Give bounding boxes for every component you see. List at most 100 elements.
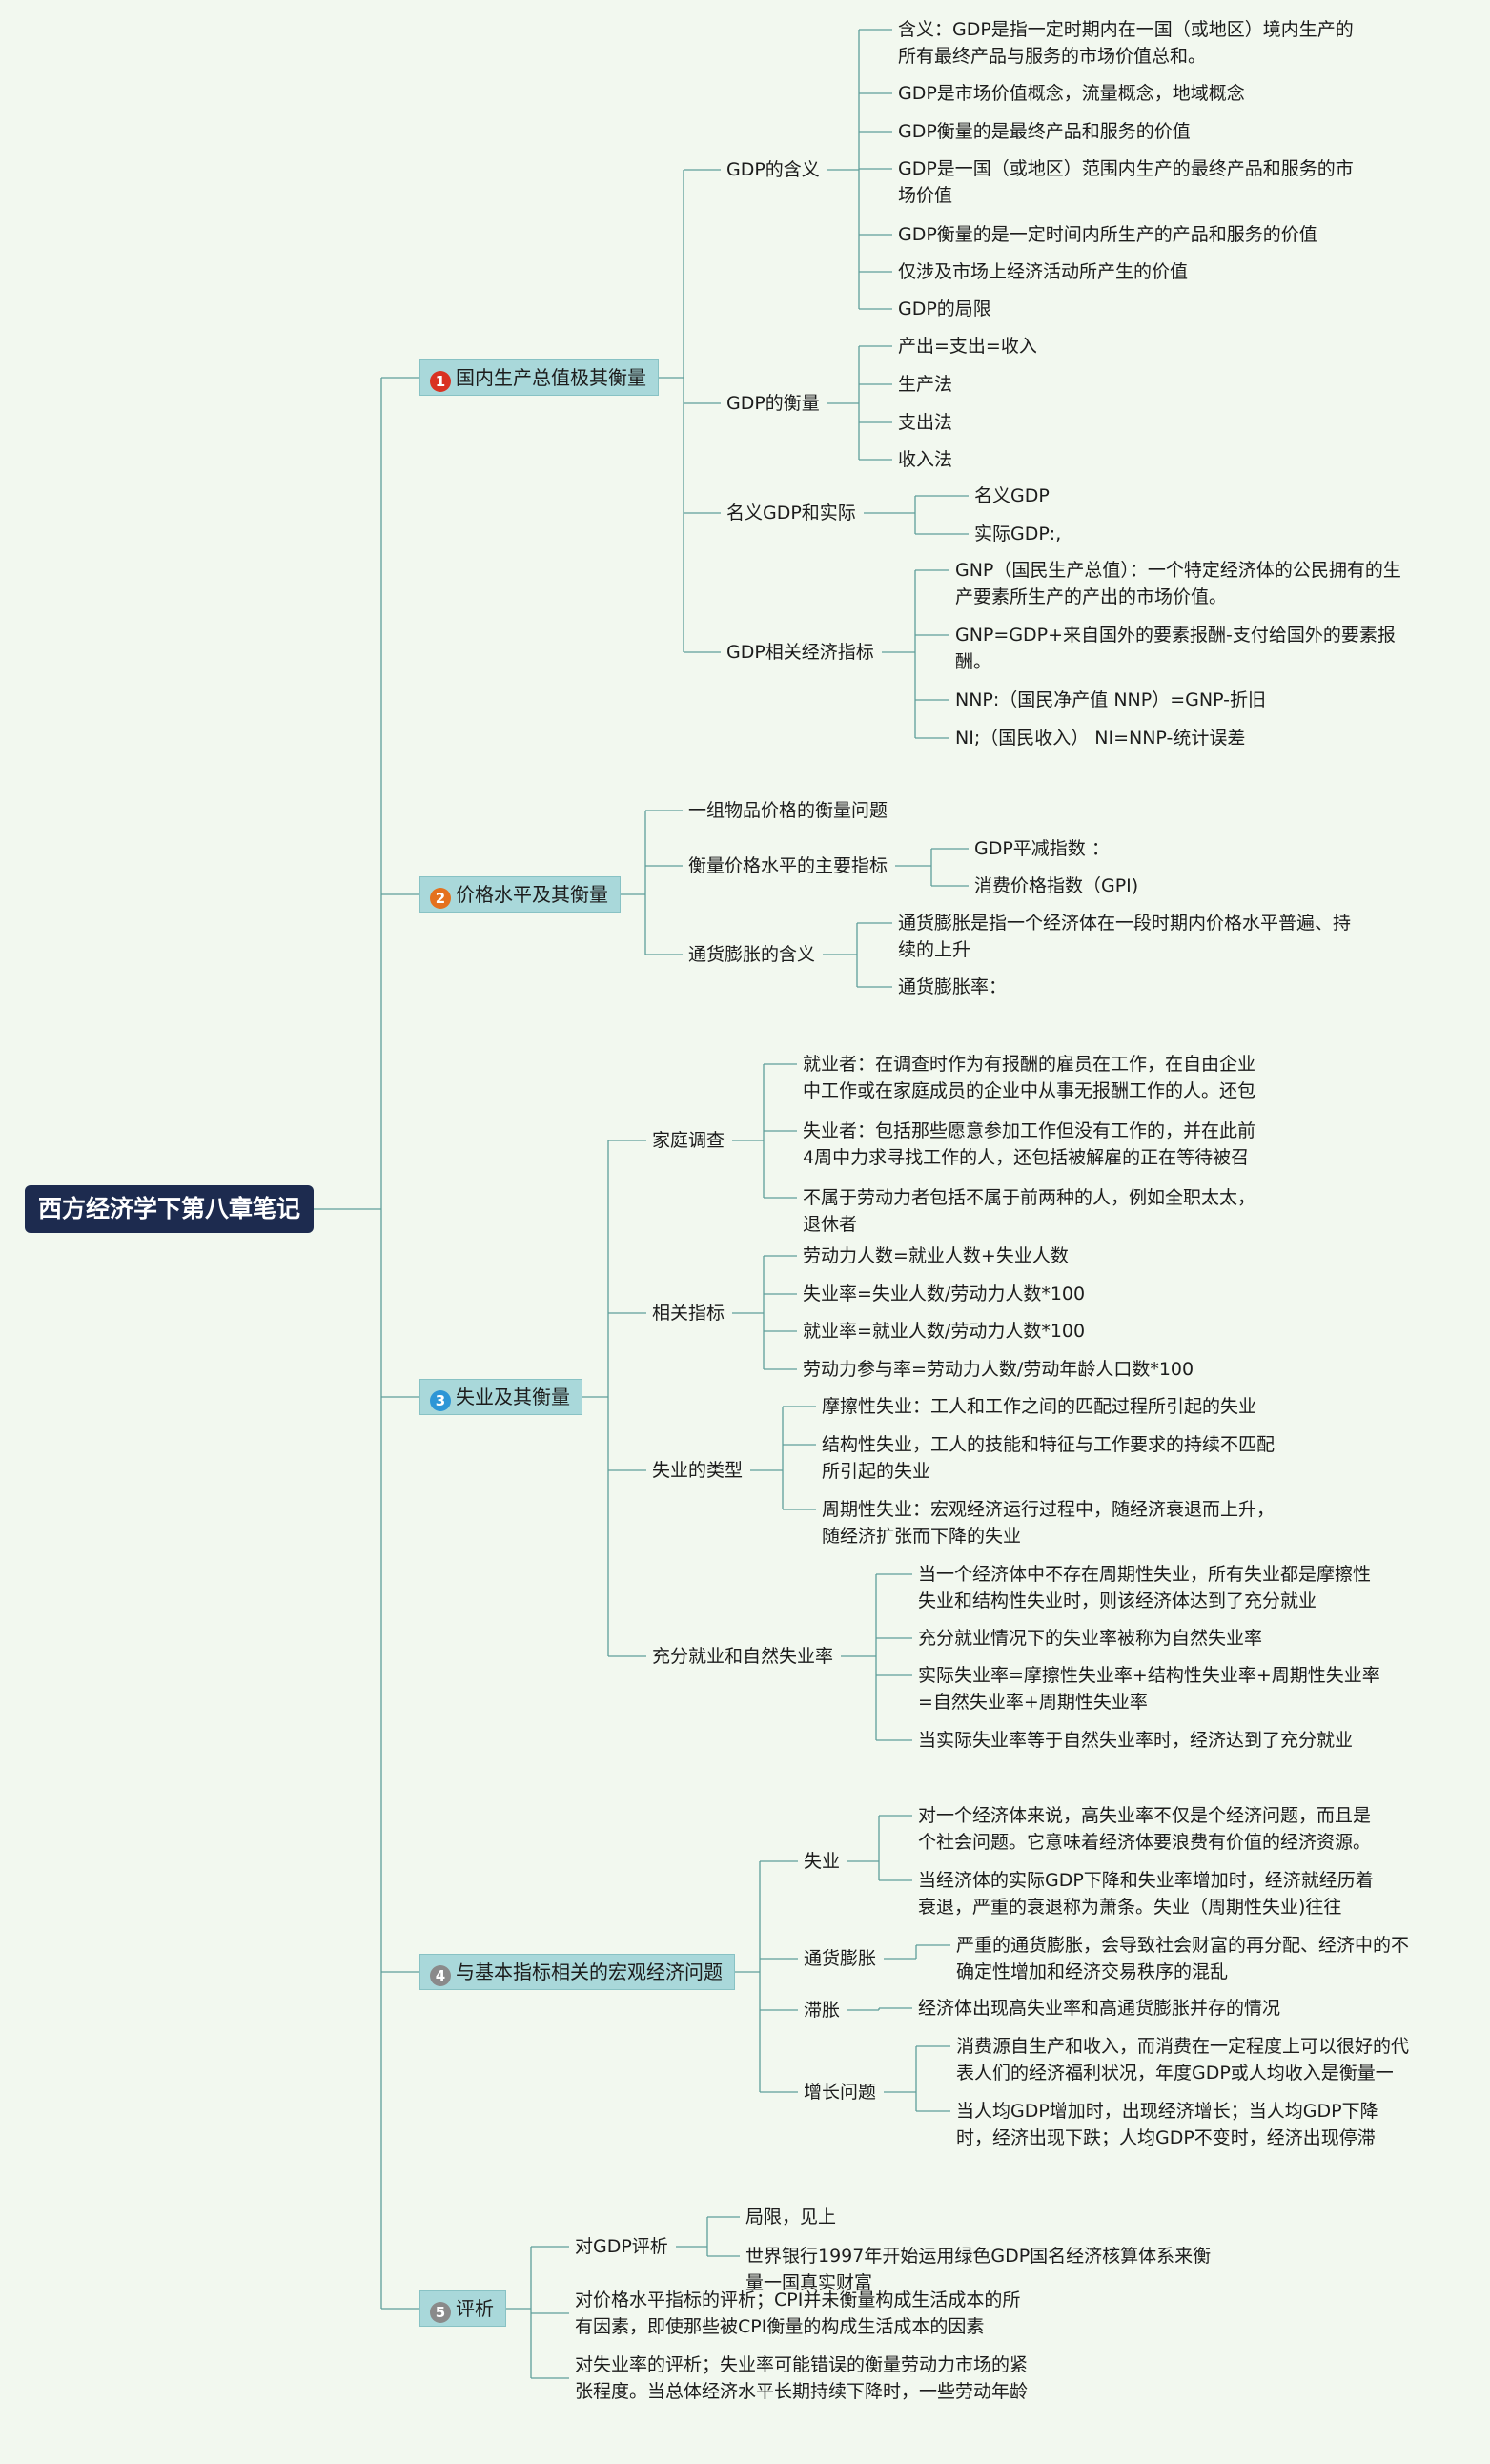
leaf-topic-4-2-1-text: 严重的通货膨胀，会导致社会财富的再分配、经济中的不 确定性增加和经济交易秩序的混… [956,1935,1410,1982]
leaf-topic-3-4-2-text: 充分就业情况下的失业率被称为自然失业率 [918,1628,1263,1649]
sub-topic-4-2[interactable]: 通货膨胀 [804,1945,876,1972]
leaf-topic-4-3-1-text: 经济体出现高失业率和高通货膨胀并存的情况 [918,1998,1281,2019]
leaf-topic-3-3-1-text: 摩擦性失业：工人和工作之间的匹配过程所引起的失业 [822,1396,1257,1417]
sub-topic-3-4[interactable]: 充分就业和自然失业率 [652,1643,833,1670]
sub-topic-3-4-text: 充分就业和自然失业率 [652,1646,834,1667]
leaf-topic-1-2-2-text: 生产法 [898,374,953,395]
leaf-topic-3-4-1[interactable]: 当一个经济体中不存在周期性失业，所有失业都是摩擦性 失业和结构性失业时，则该经济… [918,1561,1371,1614]
sub-topic-2-3[interactable]: 通货膨胀的含义 [688,941,815,968]
sub-topic-4-1[interactable]: 失业 [804,1848,840,1875]
leaf-topic-1-2-4[interactable]: 收入法 [898,446,952,473]
main-topic-label: 失业及其衡量 [456,1386,570,1408]
sub-topic-4-4[interactable]: 增长问题 [804,2079,876,2105]
leaf-topic-3-4-4[interactable]: 当实际失业率等于自然失业率时，经济达到了充分就业 [918,1727,1353,1754]
leaf-topic-1-4-1[interactable]: GNP（国民生产总值）：一个特定经济体的公民拥有的生 产要素所生产的产出的市场价… [955,557,1401,610]
leaf-topic-3-1-1[interactable]: 就业者：在调查时作为有报酬的雇员在工作，在自由企业 中工作或在家庭成员的企业中从… [803,1051,1255,1104]
leaf-topic-1-2-2[interactable]: 生产法 [898,371,952,398]
leaf-topic-1-3-2[interactable]: 实际GDP:, [974,521,1061,547]
leaf-topic-3-3-2-text: 结构性失业，工人的技能和特征与工作要求的持续不匹配 所引起的失业 [822,1434,1276,1482]
sub-topic-5-2[interactable]: 对价格水平指标的评析；CPI并未衡量构成生活成本的所 有因素，即使那些被CPI衡… [575,2287,1020,2340]
sub-topic-3-2-text: 相关指标 [652,1303,725,1324]
leaf-topic-2-2-2-text: 消费价格指数（GPI) [974,875,1139,896]
leaf-topic-4-1-1-text: 对一个经济体来说，高失业率不仅是个经济问题，而且是 个社会问题。它意味着经济体要… [918,1805,1372,1853]
leaf-topic-2-2-2[interactable]: 消费价格指数（GPI) [974,873,1138,899]
leaf-topic-3-2-4[interactable]: 劳动力参与率=劳动力人数/劳动年龄人口数*100 [803,1356,1194,1383]
leaf-topic-1-3-1[interactable]: 名义GDP [974,483,1050,509]
leaf-topic-3-4-3[interactable]: 实际失业率=摩擦性失业率+结构性失业率+周期性失业率 =自然失业率+周期性失业率 [918,1662,1380,1715]
sub-topic-3-1-text: 家庭调查 [652,1130,725,1151]
sub-topic-3-2[interactable]: 相关指标 [652,1300,725,1326]
sub-topic-2-1[interactable]: 一组物品价格的衡量问题 [688,797,888,824]
leaf-topic-3-4-2[interactable]: 充分就业情况下的失业率被称为自然失业率 [918,1625,1262,1652]
leaf-topic-1-1-4-text: GDP是一国（或地区）范围内生产的最终产品和服务的市 场价值 [898,158,1354,206]
leaf-topic-5-1-1-text: 局限，见上 [745,2207,837,2228]
leaf-topic-1-2-1[interactable]: 产出=支出=收入 [898,333,1037,359]
leaf-topic-3-1-3[interactable]: 不属于劳动力者包括不属于前两种的人，例如全职太太， 退休者 [803,1184,1255,1238]
leaf-topic-3-2-1[interactable]: 劳动力人数=就业人数+失业人数 [803,1242,1069,1269]
sub-topic-5-3[interactable]: 对失业率的评析；失业率可能错误的衡量劳动力市场的紧 张程度。当总体经济水平长期持… [575,2351,1028,2405]
sub-topic-1-1-text: GDP的含义 [726,159,820,180]
number-badge-icon: 2 [430,888,451,909]
leaf-topic-1-3-1-text: 名义GDP [974,485,1050,506]
sub-topic-1-2[interactable]: GDP的衡量 [726,390,820,417]
leaf-topic-3-4-1-text: 当一个经济体中不存在周期性失业，所有失业都是摩擦性 失业和结构性失业时，则该经济… [918,1564,1372,1612]
leaf-topic-3-3-3[interactable]: 周期性失业：宏观经济运行过程中，随经济衰退而上升， 随经济扩张而下降的失业 [822,1496,1275,1550]
sub-topic-1-4[interactable]: GDP相关经济指标 [726,639,874,666]
leaf-topic-4-3-1[interactable]: 经济体出现高失业率和高通货膨胀并存的情况 [918,1995,1280,2022]
leaf-topic-2-3-1[interactable]: 通货膨胀是指一个经济体在一段时期内价格水平普遍、持 续的上升 [898,910,1351,963]
leaf-topic-4-1-2[interactable]: 当经济体的实际GDP下降和失业率增加时，经济就经历着 衰退，严重的衰退称为萧条。… [918,1867,1374,1920]
sub-topic-4-3[interactable]: 滞胀 [804,1997,840,2023]
sub-topic-2-3-text: 通货膨胀的含义 [688,944,816,965]
leaf-topic-1-1-2[interactable]: GDP是市场价值概念，流量概念，地域概念 [898,80,1245,107]
leaf-topic-1-1-6-text: 仅涉及市场上经济活动所产生的价值 [898,261,1189,282]
sub-topic-1-2-text: GDP的衡量 [726,393,820,414]
leaf-topic-1-3-2-text: 实际GDP:, [974,524,1062,544]
leaf-topic-2-2-1[interactable]: GDP平减指数 ： [974,835,1110,862]
leaf-topic-5-1-1[interactable]: 局限，见上 [745,2204,836,2230]
leaf-topic-2-3-2-text: 通货膨胀率： [898,976,1008,997]
leaf-topic-4-4-2[interactable]: 当人均GDP增加时，出现经济增长；当人均GDP下降 时，经济出现下跌；人均GDP… [956,2098,1378,2151]
leaf-topic-5-1-2[interactable]: 世界银行1997年开始运用绿色GDP国名经济核算体系来衡 量一国真实财富 [745,2243,1211,2296]
leaf-topic-3-3-3-text: 周期性失业：宏观经济运行过程中，随经济衰退而上升， 随经济扩张而下降的失业 [822,1499,1276,1547]
sub-topic-5-1[interactable]: 对GDP评析 [575,2233,668,2260]
leaf-topic-3-2-2[interactable]: 失业率=失业人数/劳动力人数*100 [803,1281,1085,1307]
leaf-topic-1-1-4[interactable]: GDP是一国（或地区）范围内生产的最终产品和服务的市 场价值 [898,155,1354,209]
leaf-topic-1-1-6[interactable]: 仅涉及市场上经济活动所产生的价值 [898,258,1188,285]
leaf-topic-1-4-3[interactable]: NNP:（国民净产值 NNP）=GNP-折旧 [955,687,1266,713]
leaf-topic-4-4-1[interactable]: 消费源自生产和收入，而消费在一定程度上可以很好的代 表人们的经济福利状况，年度G… [956,2033,1409,2086]
sub-topic-3-1[interactable]: 家庭调查 [652,1127,725,1154]
leaf-topic-1-1-3-text: GDP衡量的是最终产品和服务的价值 [898,121,1191,142]
number-badge-icon: 1 [430,371,451,392]
leaf-topic-1-4-4-text: NI;（国民收入） NI=NNP-统计误差 [955,728,1246,749]
leaf-topic-3-3-2[interactable]: 结构性失业，工人的技能和特征与工作要求的持续不匹配 所引起的失业 [822,1431,1275,1485]
leaf-topic-1-4-4[interactable]: NI;（国民收入） NI=NNP-统计误差 [955,725,1245,751]
sub-topic-5-2-text: 对价格水平指标的评析；CPI并未衡量构成生活成本的所 有因素，即使那些被CPI衡… [575,2289,1021,2337]
leaf-topic-1-1-7[interactable]: GDP的局限 [898,296,991,322]
leaf-topic-3-2-3[interactable]: 就业率=就业人数/劳动力人数*100 [803,1318,1085,1345]
leaf-topic-1-4-2[interactable]: GNP=GDP+来自国外的要素报酬-支付给国外的要素报 酬。 [955,622,1396,675]
sub-topic-3-3[interactable]: 失业的类型 [652,1457,743,1484]
sub-topic-1-1[interactable]: GDP的含义 [726,156,820,183]
leaf-topic-2-3-2[interactable]: 通货膨胀率： [898,974,1007,1000]
sub-topic-1-3[interactable]: 名义GDP和实际 [726,500,856,526]
leaf-topic-1-1-1[interactable]: 含义：GDP是指一定时期内在一国（或地区）境内生产的 所有最终产品与服务的市场价… [898,16,1354,70]
leaf-topic-1-2-3[interactable]: 支出法 [898,409,952,436]
leaf-topic-5-1-2-text: 世界银行1997年开始运用绿色GDP国名经济核算体系来衡 量一国真实财富 [745,2246,1212,2293]
sub-topic-2-2[interactable]: 衡量价格水平的主要指标 [688,852,888,879]
leaf-topic-1-2-4-text: 收入法 [898,449,953,470]
leaf-topic-1-1-5[interactable]: GDP衡量的是一定时间内所生产的产品和服务的价值 [898,221,1317,248]
leaf-topic-3-3-1[interactable]: 摩擦性失业：工人和工作之间的匹配过程所引起的失业 [822,1393,1256,1420]
leaf-topic-1-1-3[interactable]: GDP衡量的是最终产品和服务的价值 [898,118,1191,145]
leaf-topic-3-4-3-text: 实际失业率=摩擦性失业率+结构性失业率+周期性失业率 =自然失业率+周期性失业率 [918,1665,1380,1713]
leaf-topic-3-1-2[interactable]: 失业者：包括那些愿意参加工作但没有工作的，并在此前 4周中力求寻找工作的人，还包… [803,1118,1255,1171]
leaf-topic-4-1-1[interactable]: 对一个经济体来说，高失业率不仅是个经济问题，而且是 个社会问题。它意味着经济体要… [918,1802,1371,1856]
sub-topic-3-3-text: 失业的类型 [652,1460,744,1481]
main-topic-label: 国内生产总值极其衡量 [456,366,646,389]
root-topic[interactable]: 西方经济学下第八章笔记 [25,1185,315,1233]
leaf-topic-4-2-1[interactable]: 严重的通货膨胀，会导致社会财富的再分配、经济中的不 确定性增加和经济交易秩序的混… [956,1932,1409,1985]
